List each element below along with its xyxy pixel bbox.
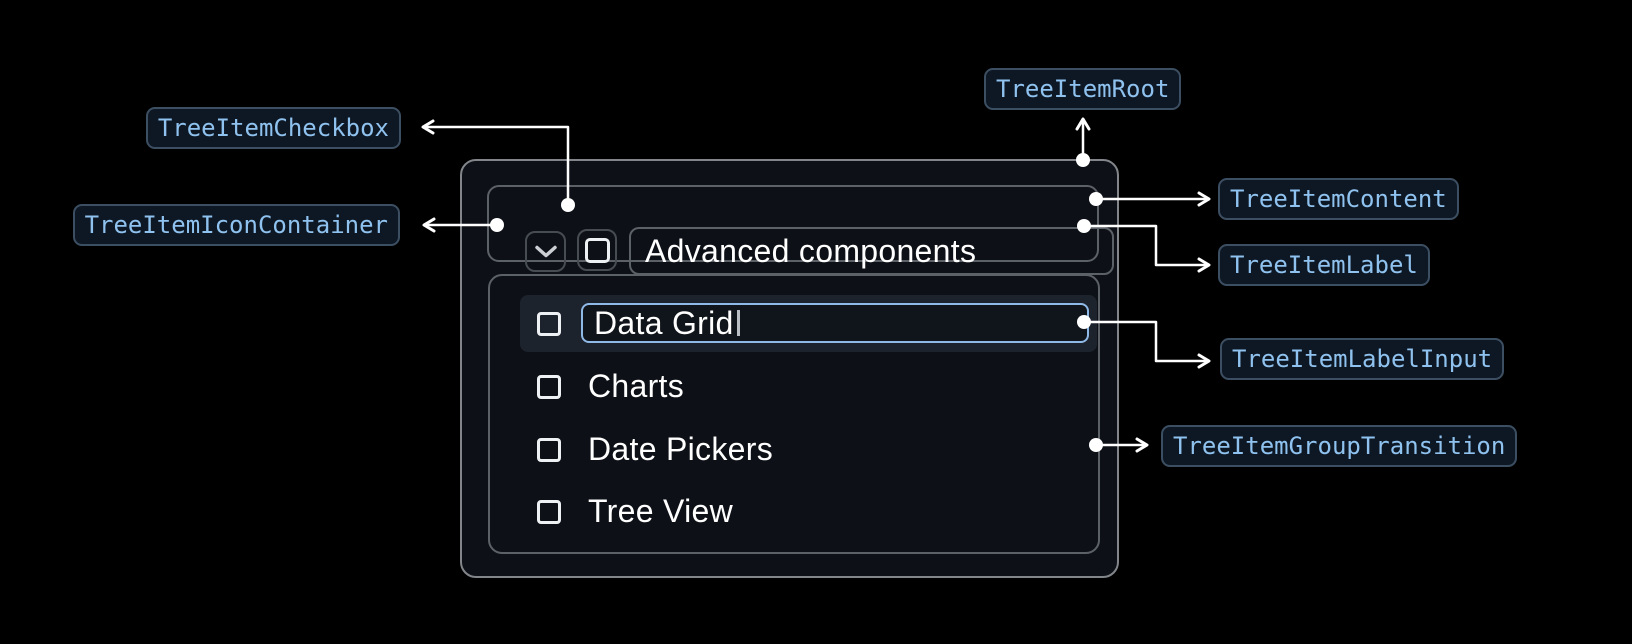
tree-item-label-input[interactable]: Data Grid bbox=[581, 303, 1089, 343]
tree-view-panel: Advanced components Data Grid Charts Dat… bbox=[460, 159, 1119, 578]
checkbox-unchecked-icon[interactable] bbox=[537, 499, 561, 524]
tree-item-label[interactable]: Advanced components bbox=[629, 227, 1114, 275]
tree-item-row-charts[interactable]: Charts bbox=[520, 358, 1097, 415]
label-input-value: Data Grid bbox=[594, 304, 734, 341]
anatomy-badge-tree-item-root: TreeItemRoot bbox=[984, 68, 1182, 110]
chevron-down-icon bbox=[534, 245, 557, 258]
checkbox-unchecked-icon bbox=[584, 237, 610, 263]
anatomy-badge-tree-item-content: TreeItemContent bbox=[1218, 178, 1459, 220]
anatomy-badge-tree-item-icon-container: TreeItemIconContainer bbox=[72, 204, 400, 246]
tree-item-row-date-pickers[interactable]: Date Pickers bbox=[520, 421, 1097, 478]
tree-item-label-text: Date Pickers bbox=[588, 431, 773, 467]
checkbox-unchecked-icon[interactable] bbox=[537, 437, 561, 462]
tree-item-label-text: Advanced components bbox=[645, 232, 977, 269]
tree-item-row-data-grid[interactable]: Data Grid bbox=[520, 295, 1097, 352]
tree-item-icon-container[interactable] bbox=[525, 231, 566, 272]
tree-item-group-transition: Data Grid Charts Date Pickers Tree View bbox=[488, 274, 1100, 554]
tree-item-row-tree-view[interactable]: Tree View bbox=[520, 483, 1097, 540]
checkbox-unchecked-icon[interactable] bbox=[537, 374, 561, 399]
tree-item-label-text: Tree View bbox=[588, 493, 733, 529]
tree-item-content[interactable]: Advanced components bbox=[487, 185, 1114, 275]
text-caret bbox=[736, 310, 740, 336]
anatomy-badge-tree-item-group-transition: TreeItemGroupTransition bbox=[1161, 425, 1518, 467]
checkbox-unchecked-icon[interactable] bbox=[537, 311, 561, 336]
tree-item-checkbox[interactable] bbox=[577, 229, 617, 271]
anatomy-badge-tree-item-label-input: TreeItemLabelInput bbox=[1220, 338, 1505, 380]
anatomy-badge-tree-item-label: TreeItemLabel bbox=[1218, 244, 1430, 286]
anatomy-badge-tree-item-checkbox: TreeItemCheckbox bbox=[145, 107, 401, 149]
tree-item-label-text: Charts bbox=[588, 368, 685, 404]
